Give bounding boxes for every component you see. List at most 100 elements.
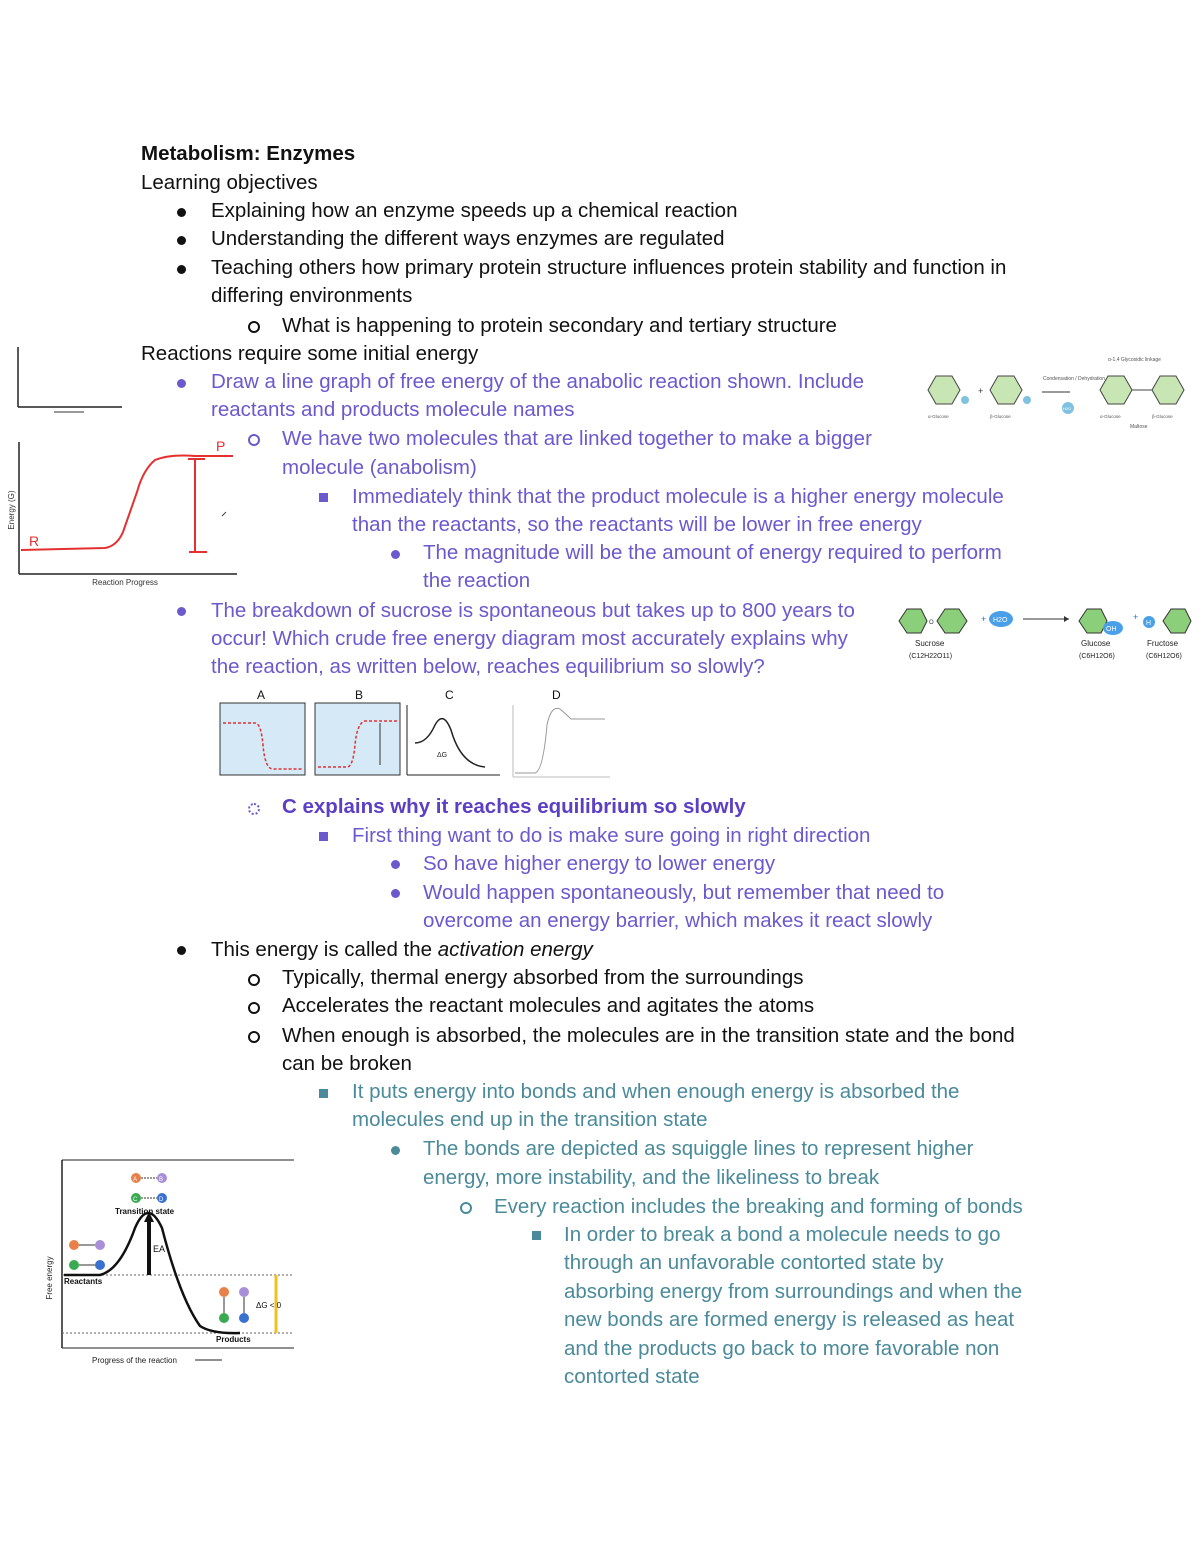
bullet-icon bbox=[391, 889, 400, 898]
square-bullet-icon bbox=[319, 1089, 328, 1098]
answer-line: First thing want to do is make sure goin… bbox=[352, 824, 871, 847]
circle-bullet-icon bbox=[248, 803, 260, 815]
answer-line: the reaction bbox=[423, 569, 531, 592]
bullet-icon bbox=[177, 208, 186, 217]
square-bullet-icon bbox=[532, 1231, 541, 1240]
choice-label-c: C bbox=[445, 688, 454, 702]
linkage-label: α-1,4 Glycosidic linkage bbox=[1108, 357, 1161, 363]
products-label: Products bbox=[216, 1335, 251, 1344]
question-2: The breakdown of sucrose is spontaneous … bbox=[211, 599, 855, 622]
page-title: Metabolism: Enzymes bbox=[141, 142, 356, 165]
objective-2: Understanding the different ways enzymes… bbox=[211, 227, 725, 250]
section-heading: Reactions require some initial energy bbox=[141, 342, 479, 365]
square-bullet-icon bbox=[319, 493, 328, 502]
note-line: It puts energy into bonds and when enoug… bbox=[352, 1080, 960, 1103]
glucose-label: Glucose bbox=[1081, 639, 1111, 648]
note-line: energy, more instability, and the likeli… bbox=[423, 1166, 880, 1189]
atom-b: B bbox=[159, 1177, 163, 1183]
plus-sign: + bbox=[1133, 612, 1138, 622]
activation-energy-line: This energy is called the activation ene… bbox=[211, 936, 593, 964]
choice-label-d: D bbox=[552, 688, 561, 702]
question-2-cont: occur! Which crude free energy diagram m… bbox=[211, 627, 848, 650]
square-bullet-icon bbox=[319, 832, 328, 841]
maltose-diagram: + Condensation / Dehydration H2O α-1,4 G… bbox=[927, 357, 1185, 430]
condensation-label: Condensation / Dehydration bbox=[1043, 376, 1105, 382]
monomer-label: β-Glucose bbox=[990, 414, 1011, 419]
plus-sign: + bbox=[978, 386, 983, 396]
product-label: P bbox=[216, 438, 225, 454]
answer-line: So have higher energy to lower energy bbox=[423, 852, 776, 875]
x-axis-label: Progress of the reaction bbox=[92, 1356, 177, 1365]
note-line: new bonds are formed energy is released … bbox=[564, 1308, 1015, 1331]
circle-bullet-icon bbox=[248, 974, 260, 986]
bullet-icon bbox=[177, 379, 186, 388]
bullet-icon bbox=[177, 607, 186, 616]
note-line: Typically, thermal energy absorbed from … bbox=[282, 966, 804, 989]
empty-axes-figure bbox=[17, 347, 122, 413]
water-label: H2O bbox=[1063, 406, 1071, 411]
objective-3-cont: differing environments bbox=[211, 284, 413, 307]
circle-bullet-icon bbox=[248, 1002, 260, 1014]
answer-line: than the reactants, so the reactants wil… bbox=[352, 513, 922, 536]
bullet-icon bbox=[177, 946, 186, 955]
answer-line: Immediately think that the product molec… bbox=[352, 485, 1004, 508]
bullet-icon bbox=[177, 236, 186, 245]
delta-g-label: ΔG bbox=[437, 752, 447, 759]
answer-line: overcome an energy barrier, which makes … bbox=[423, 909, 933, 932]
note-line: through an unfavorable contorted state b… bbox=[564, 1251, 944, 1274]
note-line: contorted state bbox=[564, 1365, 700, 1388]
atom-c: C bbox=[133, 1197, 138, 1203]
sucrose-label: Sucrose bbox=[915, 639, 945, 648]
monomer-label: β-Glucose bbox=[1152, 414, 1173, 419]
sucrose-diagram: O + H2O OH + H Sucrose (C12H22O11) Gluco… bbox=[898, 608, 1192, 660]
bullet-icon bbox=[391, 860, 400, 869]
reactants-label: Reactants bbox=[64, 1277, 103, 1286]
question-1-cont: reactants and products molecule names bbox=[211, 398, 575, 421]
sucrose-formula: (C12H22O11) bbox=[909, 653, 952, 660]
circle-bullet-icon bbox=[248, 321, 260, 333]
x-axis-label: Reaction Progress bbox=[92, 578, 158, 587]
objective-3-sub: What is happening to protein secondary a… bbox=[282, 314, 837, 337]
note-line: and the products go back to more favorab… bbox=[564, 1337, 1000, 1360]
note-line: The bonds are depicted as squiggle lines… bbox=[423, 1137, 974, 1160]
transition-state-diagram: Free energy Progress of the reaction EA … bbox=[45, 1159, 294, 1365]
delta-g-label: ΔG < 0 bbox=[256, 1301, 282, 1310]
choice-diagrams: A B C D ΔG bbox=[219, 688, 610, 778]
note-line: When enough is absorbed, the molecules a… bbox=[282, 1024, 1015, 1047]
y-axis-label: Free energy bbox=[45, 1256, 54, 1299]
choice-label-b: B bbox=[355, 688, 363, 702]
bullet-icon bbox=[391, 1146, 400, 1155]
objective-3: Teaching others how primary protein stru… bbox=[211, 256, 1007, 279]
oh-label: OH bbox=[1106, 626, 1117, 633]
bullet-icon bbox=[391, 550, 400, 559]
note-line: absorbing energy from surroundings and w… bbox=[564, 1280, 1023, 1303]
monomer-label: α-Glucose bbox=[928, 414, 949, 419]
atom-d: D bbox=[159, 1197, 164, 1203]
h-label: H bbox=[1146, 620, 1151, 627]
hand-drawn-energy-graph: Energy (G) Reaction Progress R P bbox=[7, 438, 237, 587]
circle-bullet-icon bbox=[460, 1202, 472, 1214]
objective-1: Explaining how an enzyme speeds up a che… bbox=[211, 199, 738, 222]
oxygen-label: O bbox=[929, 620, 934, 626]
plus-sign: + bbox=[981, 614, 986, 624]
note-line: molecules end up in the transition state bbox=[352, 1108, 708, 1131]
y-axis-label: Energy (G) bbox=[7, 490, 16, 529]
reactant-label: R bbox=[29, 533, 39, 549]
choice-label-a: A bbox=[257, 688, 265, 702]
fructose-formula: (C6H12O6) bbox=[1146, 653, 1182, 660]
monomer-label: α-Glucose bbox=[1100, 414, 1121, 419]
product-label: Maltose bbox=[1130, 424, 1148, 430]
circle-bullet-icon bbox=[248, 434, 260, 446]
italic-term: activation energy bbox=[437, 938, 593, 961]
ea-label: EA bbox=[153, 1244, 165, 1254]
question-2-cont: the reaction, as written below, reaches … bbox=[211, 655, 765, 678]
note-line: Accelerates the reactant molecules and a… bbox=[282, 994, 815, 1017]
question-1: Draw a line graph of free energy of the … bbox=[211, 370, 864, 393]
answer-line: Would happen spontaneously, but remember… bbox=[423, 881, 945, 904]
answer-line: molecule (anabolism) bbox=[282, 456, 477, 479]
section-heading: Learning objectives bbox=[141, 171, 318, 194]
answer-line: We have two molecules that are linked to… bbox=[282, 427, 872, 450]
bullet-icon bbox=[177, 265, 186, 274]
circle-bullet-icon bbox=[248, 1031, 260, 1043]
transition-label: Transition state bbox=[115, 1207, 175, 1216]
